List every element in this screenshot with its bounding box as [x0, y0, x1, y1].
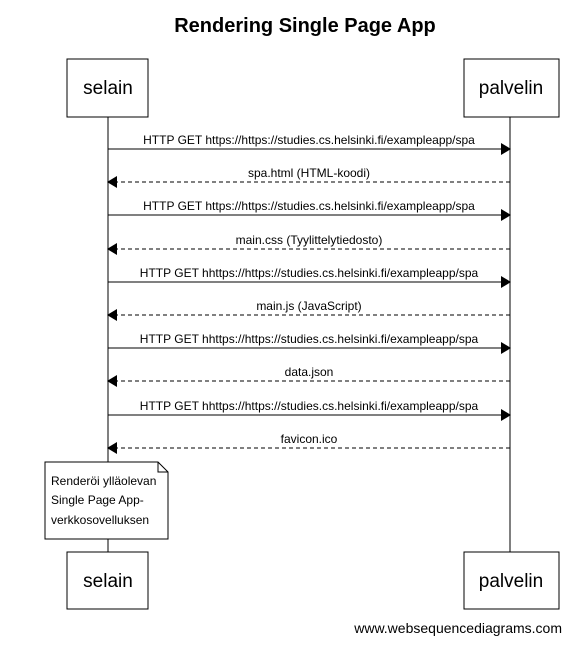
message-5-label: main.js (JavaScript) [256, 299, 361, 313]
message-1-label: spa.html (HTML-koodi) [248, 166, 370, 180]
actor-browser-bottom-label: selain [83, 571, 133, 592]
message-7: data.json [107, 365, 510, 387]
message-4: HTTP GET hhttps://https://studies.cs.hel… [108, 266, 511, 288]
message-3: main.css (Tyylittelytiedosto) [107, 233, 510, 255]
message-3-label: main.css (Tyylittelytiedosto) [236, 233, 383, 247]
actor-browser-top: selain [66, 58, 149, 118]
message-8-label: HTTP GET hhttps://https://studies.cs.hel… [140, 399, 479, 413]
message-0-label: HTTP GET https://https://studies.cs.hels… [143, 133, 475, 147]
message-9-label: favicon.ico [281, 432, 338, 446]
message-2-label: HTTP GET https://https://studies.cs.hels… [143, 199, 475, 213]
message-6-label: HTTP GET hhttps://https://studies.cs.hel… [140, 332, 479, 346]
message-4-label: HTTP GET hhttps://https://studies.cs.hel… [140, 266, 479, 280]
message-1: spa.html (HTML-koodi) [107, 166, 510, 188]
footer-watermark: www.websequencediagrams.com [353, 620, 562, 636]
note-line-0: Renderöi ylläolevan [51, 474, 156, 488]
message-7-label: data.json [285, 365, 334, 379]
actor-server-bottom-label: palvelin [479, 571, 543, 592]
actor-server-bottom: palvelin [463, 551, 560, 610]
note-line-2: verkkosovelluksen [51, 513, 149, 527]
message-6: HTTP GET hhttps://https://studies.cs.hel… [108, 332, 511, 354]
message-list: HTTP GET https://https://studies.cs.hels… [107, 133, 511, 454]
actor-server-top: palvelin [463, 58, 560, 118]
note-box: Renderöi ylläolevan Single Page App- ver… [44, 461, 169, 540]
diagram-title: Rendering Single Page App [174, 15, 436, 37]
actor-browser-top-label: selain [83, 78, 133, 99]
message-0: HTTP GET https://https://studies.cs.hels… [108, 133, 511, 155]
message-9: favicon.ico [107, 432, 510, 454]
note-line-1: Single Page App- [51, 493, 144, 507]
actor-server-top-label: palvelin [479, 78, 543, 99]
actor-browser-bottom: selain [66, 551, 149, 610]
message-5: main.js (JavaScript) [107, 299, 510, 321]
message-8: HTTP GET hhttps://https://studies.cs.hel… [108, 399, 511, 421]
message-2: HTTP GET https://https://studies.cs.hels… [108, 199, 511, 221]
